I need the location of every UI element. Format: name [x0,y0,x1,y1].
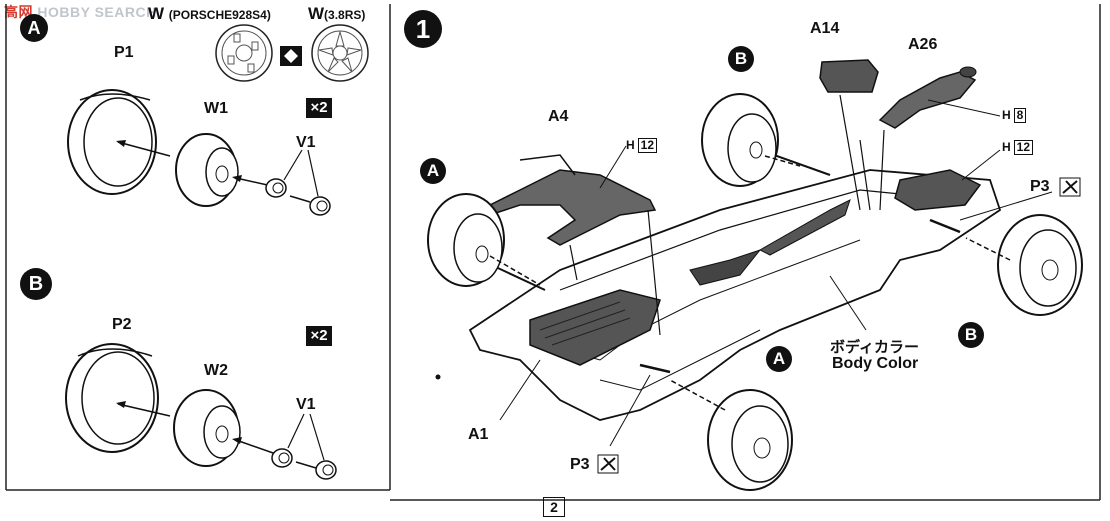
watermark-glyph-1: 高 [4,4,19,20]
wheel-option-icon-38rs [311,24,369,82]
h-ref-number: 8 [1013,108,1027,123]
label-p3-top: P3 [1030,178,1050,195]
h-ref-letter: H [1002,140,1011,154]
section-a-badge: A [20,14,48,42]
page-number: 2 [543,497,565,517]
paint-icon-p3-bottom [597,454,619,474]
cap-v1-b1 [271,448,293,468]
paint-icon-p3-top [1059,177,1081,197]
wheel-variant-1: (PORSCHE928S4) [168,8,271,22]
step-number: 1 [404,10,442,48]
wheel-a-bottom [707,389,793,491]
label-p2: P2 [112,316,132,333]
wheel-a-left [427,193,505,287]
label-body-color-en: Body Color [832,355,919,372]
wheel-option-label-928s4: W (PORSCHE928S4) [148,4,271,24]
label-w2: W2 [204,362,228,379]
cap-v1-a2 [309,196,331,216]
label-a26: A26 [908,36,938,53]
h-ref-letter: H [626,138,635,152]
badge-b-top: B [728,46,754,72]
rear-muffler [894,169,982,211]
label-body-color-jp: ボディカラー [830,339,919,356]
badge-b-right: B [958,322,984,348]
badge-a-left: A [420,158,446,184]
wheel-code-1: W [148,4,165,23]
label-w1: W1 [204,100,228,117]
h-ref-letter: H [1002,108,1011,122]
label-v1-b: V1 [296,396,316,413]
multiplier-b: ×2 [306,326,332,346]
label-v1-a: V1 [296,134,316,151]
battery-box [529,289,661,366]
swap-arrow-icon [280,46,302,66]
tire-p2 [65,343,159,453]
cap-v1-b2 [315,460,337,480]
section-b-badge: B [20,268,52,300]
label-p1: P1 [114,44,134,61]
arrow-w1-p1 [117,141,171,157]
watermark-text: HOBBY SEARCH [37,4,157,20]
tire-p1 [67,89,157,195]
wheel-variant-2: (3.8RS) [324,8,366,22]
multiplier-a: ×2 [306,98,332,118]
part-a14 [819,59,879,93]
label-a14: A14 [810,20,840,37]
label-a4: A4 [548,108,569,125]
badge-a-bottom: A [766,346,792,372]
cap-v1-a1 [265,178,287,198]
wheel-code-2: W [308,4,325,23]
wheel-w2 [173,389,241,467]
part-a4 [478,154,657,246]
label-a1: A1 [468,426,489,443]
wheel-option-label-38rs: W(3.8RS) [308,4,365,24]
wheel-option-icon-928s4 [215,24,273,82]
wheel-w1 [175,133,239,207]
exhaust-center [689,199,851,286]
h-ref-number: 12 [637,138,658,153]
h-ref-number: 12 [1013,140,1034,155]
wheel-b-top [701,93,779,187]
label-p3-bottom: P3 [570,456,590,473]
wheel-b-right [997,214,1083,316]
part-a26 [878,66,977,129]
